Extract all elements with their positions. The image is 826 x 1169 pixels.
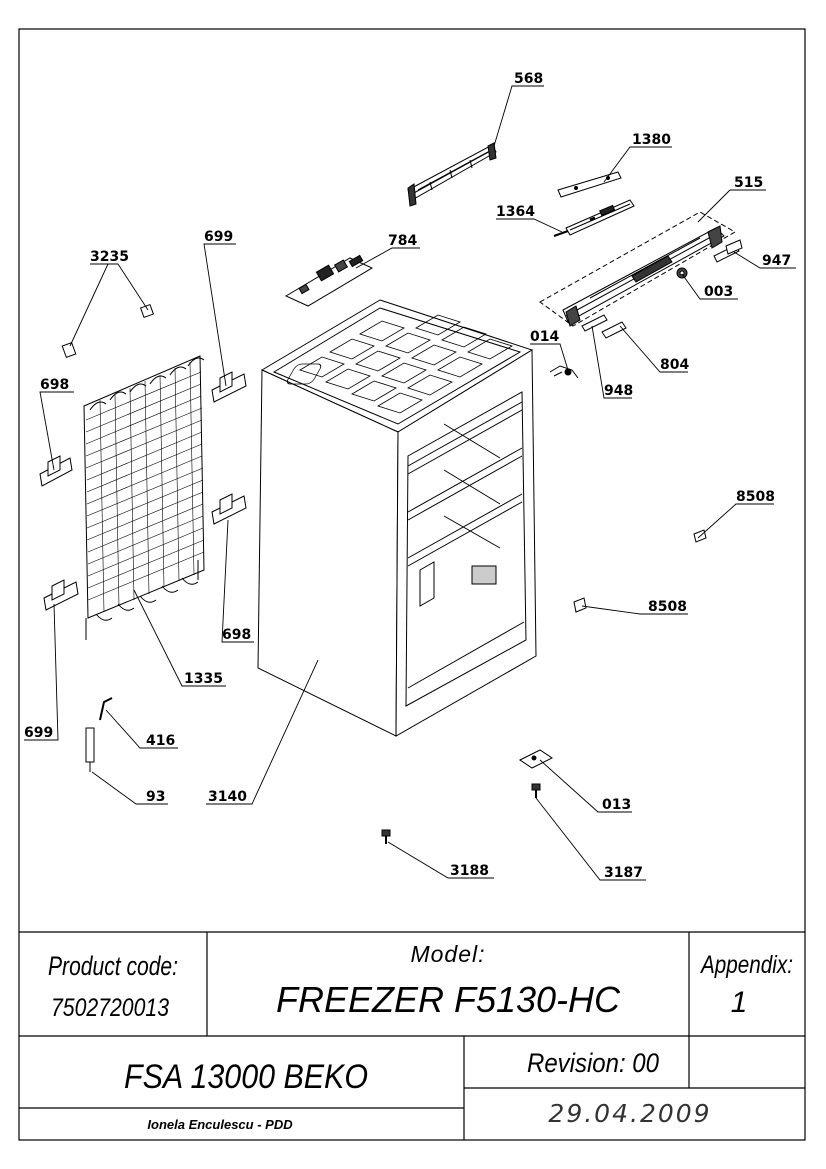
callout-699-bottom: 699 [24, 725, 53, 741]
part-1364 [553, 199, 635, 237]
part-568 [407, 142, 497, 207]
part-3235 [61, 303, 155, 358]
model-label: Model: [410, 941, 485, 967]
callout-804: 804 [660, 357, 689, 373]
part-515 [539, 211, 737, 327]
part-8508-lower [573, 597, 587, 613]
part-3140-cabinet [257, 299, 537, 737]
part-93 [85, 727, 95, 772]
part-699-left [43, 579, 79, 611]
parts-illustration [39, 142, 743, 844]
callout-1364: 1364 [496, 204, 535, 220]
part-1380 [557, 171, 622, 198]
top-grid [299, 314, 513, 414]
callout-3140: 3140 [208, 789, 247, 805]
callout-568: 568 [514, 71, 543, 87]
callout-784: 784 [388, 233, 417, 249]
product-code-value: 7502720013 [51, 994, 169, 1022]
drawing-date: 29.04.2009 [548, 1099, 711, 1128]
callout-1380: 1380 [632, 132, 671, 148]
callout-1335: 1335 [184, 671, 223, 687]
callout-8508-upper: 8508 [736, 489, 775, 505]
callout-698-right: 698 [222, 627, 251, 643]
callout-013: 013 [602, 797, 631, 813]
part-784 [284, 254, 374, 307]
author-name: Ionela Enculescu - PDD [147, 1117, 293, 1132]
part-014 [549, 365, 579, 379]
callout-416: 416 [146, 733, 175, 749]
part-699-right [211, 371, 247, 403]
part-698-right [211, 493, 247, 525]
appendix-label: Appendix: [699, 951, 793, 979]
callout-948: 948 [604, 383, 633, 399]
callout-947: 947 [762, 253, 791, 269]
callout-8508-lower: 8508 [648, 599, 687, 615]
callout-698-left: 698 [40, 377, 69, 393]
callout-3188: 3188 [450, 863, 489, 879]
callout-014: 014 [530, 329, 559, 345]
part-003 [676, 267, 688, 279]
part-416 [99, 697, 113, 721]
part-013 [519, 749, 553, 769]
model-value: FREEZER F5130-HC [276, 979, 621, 1020]
product-code-label: Product code: [48, 951, 178, 981]
part-698-left [39, 455, 73, 487]
part-948 [581, 314, 608, 332]
part-3188 [381, 829, 391, 844]
part-1335 [83, 355, 205, 640]
revision-label: Revision: 00 [527, 1048, 659, 1078]
part-947 [713, 239, 743, 263]
callout-515: 515 [734, 175, 763, 191]
part-804 [601, 321, 627, 339]
callout-3187: 3187 [604, 865, 643, 881]
leader-lines [24, 85, 796, 881]
callout-3235: 3235 [90, 249, 129, 265]
part-3187 [531, 783, 541, 798]
callout-699-top: 699 [204, 229, 233, 245]
callout-93: 93 [146, 789, 165, 805]
appendix-value: 1 [731, 986, 748, 1019]
drawing-frame [18, 28, 806, 1141]
callout-labels: 568 1380 515 1364 947 003 784 699 3235 0… [24, 71, 791, 881]
callout-003: 003 [704, 284, 733, 300]
title-block [19, 931, 805, 1140]
series-name: FSA 13000 BEKO [124, 1058, 368, 1096]
